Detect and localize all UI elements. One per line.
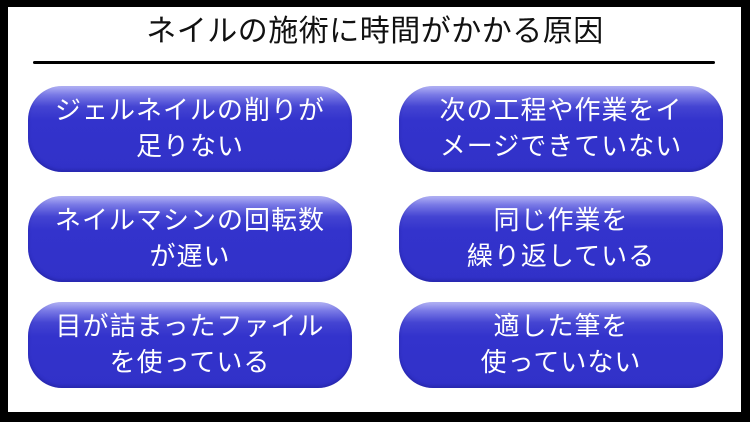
cause-text-line-2: 繰り返している xyxy=(466,242,656,272)
cause-box-wrong-brush: 適した筆を 使っていない xyxy=(399,302,723,388)
cause-text-line-2: を使っている xyxy=(109,348,271,378)
slide-title: ネイルの施術に時間がかかる原因 xyxy=(146,14,604,49)
cause-text-line-1: 同じ作業を xyxy=(493,206,629,236)
cause-box-next-step-image: 次の工程や作業をイ メージできていない xyxy=(399,86,723,172)
cause-text-line-1: 適した筆を xyxy=(493,312,629,342)
cause-text-line-2: 足りない xyxy=(135,132,244,162)
cause-text-line-1: ネイルマシンの回転数 xyxy=(54,206,325,236)
cause-text-line-2: 使っていない xyxy=(480,348,642,378)
cause-text-line-2: が遅い xyxy=(149,242,231,272)
title-divider xyxy=(33,61,715,64)
cause-text-line-1: 目が詰まったファイル xyxy=(55,312,325,342)
cause-box-machine-speed: ネイルマシンの回転数 が遅い xyxy=(28,196,352,282)
cause-box-clogged-file: 目が詰まったファイル を使っている xyxy=(28,302,352,388)
cause-box-gel-filing: ジェルネイルの削りが 足りない xyxy=(28,86,352,172)
cause-text-line-1: 次の工程や作業をイ xyxy=(439,96,683,126)
cause-text-line-1: ジェルネイルの削りが xyxy=(54,96,325,126)
cause-text-line-2: メージできていない xyxy=(439,132,683,162)
cause-box-repeated-work: 同じ作業を 繰り返している xyxy=(399,196,723,282)
